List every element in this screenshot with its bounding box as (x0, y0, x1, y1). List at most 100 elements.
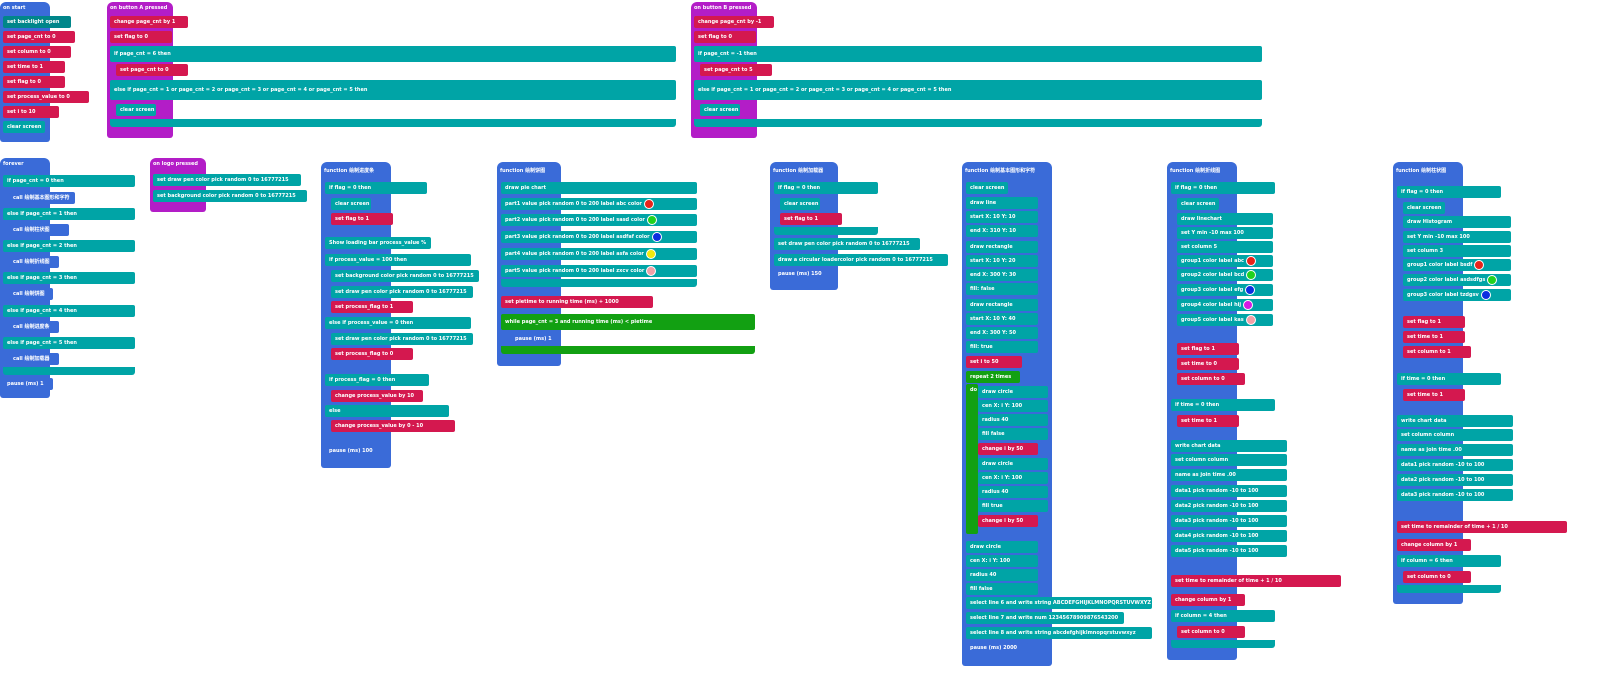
clear-screen-block[interactable]: clear screen (3, 121, 45, 133)
while-loop-block[interactable]: while page_cnt = 3 and running time (ms)… (501, 314, 755, 330)
if-block[interactable]: if page_cnt = 0 then (3, 175, 135, 187)
circle-fill-block[interactable]: fill true (978, 500, 1048, 512)
repeat-block[interactable]: repeat 2 times (966, 371, 1020, 383)
draw-pie-chart-block[interactable]: draw pie chart (501, 182, 697, 194)
pie-part2-block[interactable]: part2 value pick random 0 to 200 label s… (501, 214, 697, 226)
circle-center-block[interactable]: cen X: i Y: 100 (978, 472, 1048, 484)
if-process-value-block[interactable]: if process_value = 100 then (325, 254, 471, 266)
clear-screen-block[interactable]: clear screen (780, 198, 820, 210)
set-page-cnt-block[interactable]: set page_cnt to 0 (116, 64, 188, 76)
group2-block[interactable]: group2 color label bcd (1177, 269, 1273, 281)
pause-block[interactable]: pause (ms) 2000 (966, 642, 1028, 654)
set-column-count-block[interactable]: set column 5 (1177, 241, 1273, 253)
rect-start-block[interactable]: start X: 10 Y: 20 (966, 255, 1038, 267)
if-flag-block[interactable]: if flag = 0 then (1397, 186, 1501, 198)
set-column-block[interactable]: set column to 0 (1177, 373, 1245, 385)
else-if-block[interactable]: else if page_cnt = 1 or page_cnt = 2 or … (694, 80, 1262, 100)
write-chart-data-block[interactable]: write chart data (1397, 415, 1513, 427)
draw-circle-block[interactable]: draw circle (978, 386, 1048, 398)
write-chart-data-block[interactable]: write chart data (1171, 440, 1287, 452)
data3-block[interactable]: data3 pick random -10 to 100 (1397, 489, 1513, 501)
circle-radius-block[interactable]: radius 40 (978, 486, 1048, 498)
group3-block[interactable]: group3 color label tzdgsv (1403, 289, 1511, 301)
rect-start-block[interactable]: start X: 10 Y: 40 (966, 313, 1038, 325)
group1-block[interactable]: group1 color label abc (1177, 255, 1273, 267)
name-as-block[interactable]: name as join time .00 (1397, 444, 1513, 456)
line-start-block[interactable]: start X: 10 Y: 10 (966, 211, 1038, 223)
set-column-count-block[interactable]: set column 3 (1403, 245, 1511, 257)
else-if-block[interactable]: else if page_cnt = 3 then (3, 272, 135, 284)
set-flag-block[interactable]: set flag to 0 (3, 76, 65, 88)
draw-rectangle-block[interactable]: draw rectangle (966, 299, 1038, 311)
change-page-cnt-block[interactable]: change page_cnt by -1 (694, 16, 774, 28)
group5-color-swatch[interactable] (1245, 314, 1256, 325)
draw-circle-block[interactable]: draw circle (966, 541, 1038, 553)
call-block[interactable]: call 绘制饼图 (9, 288, 53, 300)
clear-screen-block[interactable]: clear screen (1177, 198, 1219, 210)
circle-fill-block[interactable]: fill false (978, 428, 1048, 440)
pie-part3-block[interactable]: part3 value pick random 0 to 200 label a… (501, 231, 697, 243)
show-loading-bar-block[interactable]: Show loading bar process_value % (325, 237, 431, 249)
set-i-block[interactable]: set i to 10 (3, 106, 59, 118)
call-block[interactable]: call 绘制折线图 (9, 256, 59, 268)
group3-color-swatch[interactable] (1480, 289, 1491, 300)
group2-block[interactable]: group2 color label asdsdfgs (1403, 274, 1511, 286)
set-column-block[interactable]: set column to 0 (3, 46, 71, 58)
data3-block[interactable]: data3 pick random -10 to 100 (1171, 515, 1287, 527)
else-if-block[interactable]: else if page_cnt = 1 then (3, 208, 135, 220)
circle-fill-block[interactable]: fill false (966, 583, 1038, 595)
if-page-cnt-block[interactable]: if page_cnt = -1 then (694, 46, 1262, 62)
else-block[interactable]: else (325, 405, 449, 417)
else-if-block[interactable]: else if process_value = 0 then (325, 317, 471, 329)
data2-block[interactable]: data2 pick random -10 to 100 (1171, 500, 1287, 512)
pie-part4-block[interactable]: part4 value pick random 0 to 200 label a… (501, 248, 697, 260)
group1-block[interactable]: group1 color label bsdf (1403, 259, 1511, 271)
call-block[interactable]: call 绘制加载器 (9, 353, 59, 365)
set-process-flag-block[interactable]: set process_flag to 1 (331, 301, 413, 313)
part2-color-swatch[interactable] (646, 214, 657, 225)
set-background-color-block[interactable]: set background color pick random 0 to 16… (153, 190, 307, 202)
set-time-remainder-block[interactable]: set time to remainder of time + 1 / 10 (1397, 521, 1567, 533)
else-if-block[interactable]: else if page_cnt = 4 then (3, 305, 135, 317)
set-column-block[interactable]: set column to 1 (1403, 346, 1471, 358)
if-column-block[interactable]: if column = 4 then (1171, 610, 1275, 622)
data5-block[interactable]: data5 pick random -10 to 100 (1171, 545, 1287, 557)
draw-line-block[interactable]: draw line (966, 197, 1038, 209)
write-num-block[interactable]: select line 7 and write num 123456789098… (966, 612, 1124, 624)
else-if-block[interactable]: else if page_cnt = 2 then (3, 240, 135, 252)
set-flag-block[interactable]: set flag to 0 (110, 31, 172, 43)
set-y-range-block[interactable]: set Y min -10 max 100 (1177, 227, 1273, 239)
pause-block[interactable]: pause (ms) 1 (511, 333, 561, 345)
group2-color-swatch[interactable] (1246, 269, 1257, 280)
change-i-block[interactable]: change i by 50 (978, 515, 1038, 527)
set-pietime-block[interactable]: set pietime to running time (ms) + 1000 (501, 296, 653, 308)
clear-screen-block[interactable]: clear screen (331, 198, 371, 210)
group3-color-swatch[interactable] (1245, 284, 1256, 295)
group5-block[interactable]: group5 color label kas (1177, 314, 1273, 326)
pie-part5-block[interactable]: part5 value pick random 0 to 200 label z… (501, 265, 697, 277)
write-string-block[interactable]: select line 6 and write string ABCDEFGHI… (966, 597, 1152, 609)
call-block[interactable]: call 绘制柱状图 (9, 224, 69, 236)
data4-block[interactable]: data4 pick random -10 to 100 (1171, 530, 1287, 542)
pie-part1-block[interactable]: part1 value pick random 0 to 200 label a… (501, 198, 697, 210)
if-flag-block[interactable]: if flag = 0 then (325, 182, 427, 194)
pause-block[interactable]: pause (ms) 150 (774, 268, 830, 280)
call-block[interactable]: call 绘制基本图形和字符 (9, 192, 75, 204)
data2-block[interactable]: data2 pick random -10 to 100 (1397, 474, 1513, 486)
set-flag-block[interactable]: set flag to 1 (1177, 343, 1239, 355)
set-pen-color-block[interactable]: set draw pen color pick random 0 to 1677… (331, 333, 473, 345)
set-flag-block[interactable]: set flag to 1 (1403, 316, 1465, 328)
set-background-color-block[interactable]: set background color pick random 0 to 16… (331, 270, 479, 282)
set-column-var-block[interactable]: set column column (1171, 454, 1287, 466)
set-y-range-block[interactable]: set Y min -10 max 100 (1403, 231, 1511, 243)
if-column-block[interactable]: if column = 6 then (1397, 555, 1501, 567)
pause-block[interactable]: pause (ms) 100 (325, 445, 381, 457)
draw-linechart-block[interactable]: draw linechart (1177, 213, 1273, 225)
set-time-block[interactable]: set time to 1 (3, 61, 65, 73)
line-end-block[interactable]: end X: 310 Y: 10 (966, 225, 1038, 237)
group3-block[interactable]: group3 color label efg (1177, 284, 1273, 296)
set-page-cnt-block[interactable]: set page_cnt to 0 (3, 31, 75, 43)
if-process-flag-block[interactable]: if process_flag = 0 then (325, 374, 429, 386)
set-time-block[interactable]: set time to 1 (1177, 415, 1239, 427)
group1-color-swatch[interactable] (1246, 255, 1257, 266)
